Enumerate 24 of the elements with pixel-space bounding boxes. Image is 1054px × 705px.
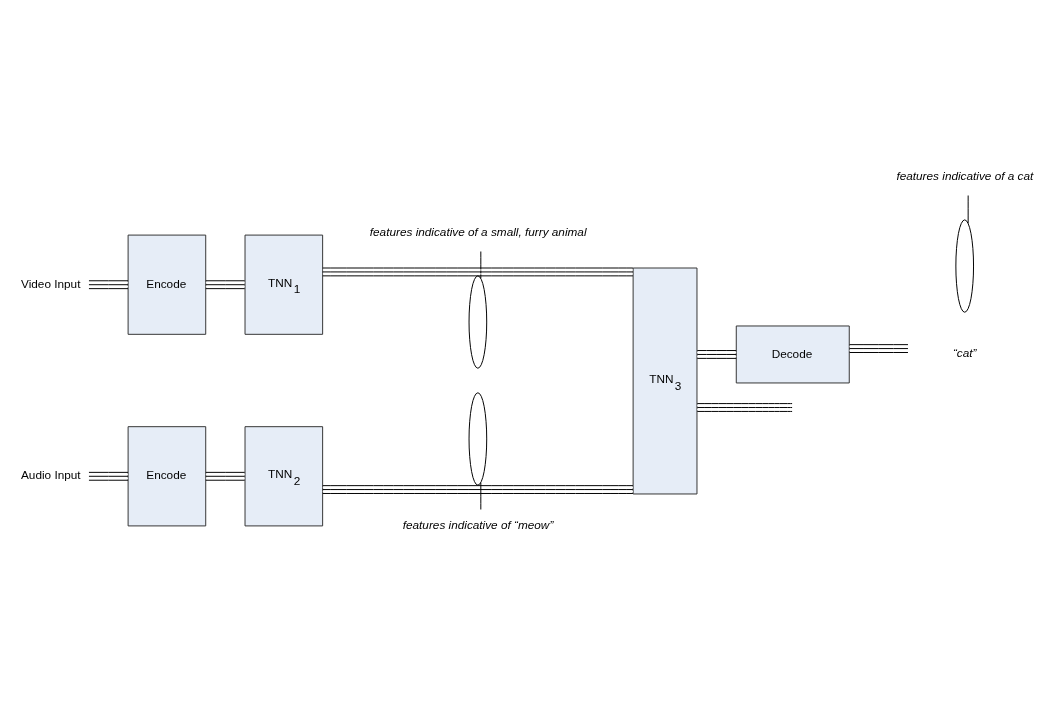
node-box: Encode [127, 426, 207, 527]
connector [205, 471, 246, 481]
node-text: features indicative of a cat [896, 168, 1034, 182]
connector [322, 267, 634, 277]
connector [322, 485, 634, 494]
node-text: “cat” [952, 345, 977, 359]
connector [88, 471, 129, 481]
node-ellipse [468, 392, 488, 486]
connector [696, 403, 793, 412]
node-ellipse [955, 219, 975, 313]
node-text: Video Input [21, 276, 81, 290]
connector [480, 251, 482, 279]
connector [696, 350, 737, 359]
connector [205, 280, 246, 290]
node-ellipse [468, 275, 488, 369]
connector [480, 482, 482, 510]
node-text: Audio Input [21, 468, 81, 482]
node-box: Decode [735, 325, 850, 384]
node-text: features indicative of “meow” [402, 518, 554, 532]
connector [849, 344, 909, 353]
connector [88, 280, 129, 290]
connector [967, 195, 969, 224]
node-box: Encode [127, 234, 207, 335]
node-text: features indicative of a small, furry animal [369, 224, 587, 238]
